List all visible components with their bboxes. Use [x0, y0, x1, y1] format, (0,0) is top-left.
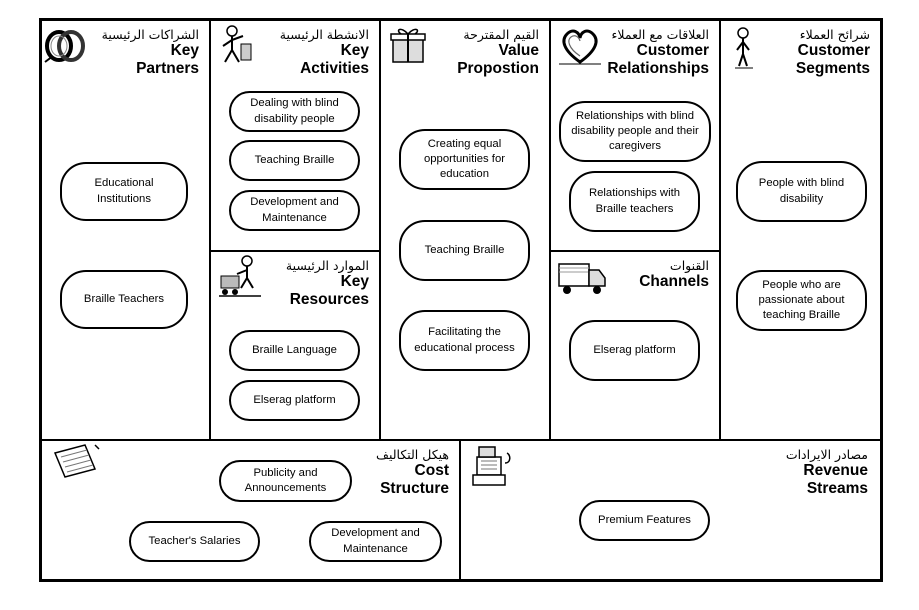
key-activities-item-teaching-braille: Teaching Braille — [229, 140, 360, 181]
key-partners-title-ar: الشراكات الرئيسية — [101, 27, 199, 42]
heart-icon — [559, 29, 601, 65]
key-partners-item-educational-institutions: Educational Institutions — [60, 162, 188, 221]
canvas-border-right — [880, 18, 883, 582]
cost-structure-title: هيكل التكاليف Cost Structure — [376, 447, 449, 498]
value-proposition-title-en-1: Value — [498, 42, 540, 60]
price-tag-icon — [53, 444, 100, 478]
cost-structure-section: هيكل التكاليف Cost Structure Publicity a… — [41, 441, 459, 579]
key-resources-title-en-1: Key — [340, 273, 369, 291]
key-activities-title-en-2: Activities — [300, 60, 369, 78]
customer-relationships-item-braille-teachers: Relationships with Braille teachers — [569, 171, 700, 232]
key-resources-item-braille-language: Braille Language — [229, 330, 360, 371]
value-proposition-title-en-2: Propostion — [457, 60, 539, 78]
key-resources-item-elserag-platform: Elserag platform — [229, 380, 360, 421]
value-proposition-title: القيم المقترحة Value Propostion — [457, 27, 540, 78]
key-activities-item-development-maintenance: Development and Maintenance — [229, 190, 360, 231]
customer-relationships-section: العلاقات مع العملاء Customer Relationshi… — [551, 20, 719, 250]
key-partners-section: الشراكات الرئيسية Key Partners Education… — [41, 20, 209, 439]
revenue-streams-title-en-1: Revenue — [803, 462, 868, 480]
cost-structure-title-en-1: Cost — [414, 462, 449, 480]
customer-segments-item-blind-disability: People with blind disability — [736, 161, 867, 222]
divider-activities-resources — [209, 250, 380, 252]
worker-icon — [222, 25, 252, 63]
divider-activities-value — [379, 18, 381, 440]
customer-segments-item-passionate-teachers: People who are passionate about teaching… — [736, 270, 867, 331]
customer-relationships-title-en-2: Relationships — [607, 60, 709, 78]
cost-structure-item-development-maintenance: Development and Maintenance — [309, 521, 442, 562]
key-activities-section: الانشطة الرئيسية Key Activities Dealing … — [211, 20, 379, 250]
customer-relationships-item-blind-people: Relationships with blind disability peop… — [559, 101, 711, 162]
worker-with-cart-icon — [219, 255, 261, 297]
customer-relationships-title-ar: العلاقات مع العملاء — [611, 27, 710, 42]
key-partners-item-braille-teachers: Braille Teachers — [60, 270, 188, 329]
cash-register-icon — [472, 446, 511, 486]
divider-top-bottom — [39, 439, 883, 441]
customer-relationships-title-en-1: Customer — [636, 42, 709, 60]
revenue-streams-title: مصادر الايرادات Revenue Streams — [785, 447, 868, 498]
cost-structure-item-publicity: Publicity and Announcements — [219, 460, 352, 502]
value-proposition-item-facilitating-process: Facilitating the educational process — [399, 310, 530, 371]
key-partners-title-en-1: Key — [170, 42, 199, 60]
gift-box-icon — [390, 28, 426, 63]
customer-segments-section: شرائح العملاء Customer Segments People w… — [721, 20, 880, 439]
divider-value-relationships — [549, 18, 551, 440]
key-partners-title-en-2: Partners — [136, 60, 199, 78]
divider-cost-revenue — [459, 439, 461, 582]
person-icon — [735, 27, 753, 69]
customer-segments-title-en-2: Segments — [795, 60, 870, 78]
key-resources-title-en-2: Resources — [289, 291, 369, 309]
value-proposition-title-ar: القيم المقترحة — [463, 27, 539, 42]
key-activities-title-en-1: Key — [340, 42, 369, 60]
revenue-streams-title-en-2: Streams — [806, 480, 868, 498]
key-activities-title: الانشطة الرئيسية Key Activities — [279, 27, 369, 78]
key-activities-title-ar: الانشطة الرئيسية — [279, 27, 369, 42]
divider-relationships-segments — [719, 18, 721, 440]
cost-structure-title-ar: هيكل التكاليف — [376, 447, 449, 462]
key-resources-title-ar: الموارد الرئيسية — [285, 258, 369, 273]
key-activities-item-dealing-with-blind: Dealing with blind disability people — [229, 91, 360, 132]
revenue-streams-item-premium-features: Premium Features — [579, 500, 710, 541]
channels-title-ar: القنوات — [669, 258, 709, 273]
divider-partners-activities — [209, 18, 211, 440]
delivery-truck-icon — [558, 263, 606, 294]
revenue-streams-title-ar: مصادر الايرادات — [785, 447, 868, 462]
cost-structure-item-teacher-salaries: Teacher's Salaries — [129, 521, 260, 562]
channels-title: القنوات Channels — [639, 258, 709, 291]
channels-item-elserag-platform: Elserag platform — [569, 320, 700, 381]
key-partners-title: الشراكات الرئيسية Key Partners — [101, 27, 199, 78]
value-proposition-item-equal-opportunities: Creating equal opportunities for educati… — [399, 129, 530, 190]
value-proposition-section: القيم المقترحة Value Propostion Creating… — [381, 20, 549, 439]
canvas-border-top — [39, 18, 883, 21]
key-resources-title: الموارد الرئيسية Key Resources — [285, 258, 369, 309]
key-resources-section: الموارد الرئيسية Key Resources Braille L… — [211, 252, 379, 439]
channels-title-en-1: Channels — [639, 273, 709, 291]
customer-segments-title-en-1: Customer — [797, 42, 870, 60]
canvas-border-left — [39, 18, 42, 582]
customer-segments-title-ar: شرائح العملاء — [799, 27, 870, 42]
customer-segments-title: شرائح العملاء Customer Segments — [795, 27, 870, 78]
channels-section: القنوات Channels Elserag platform — [551, 252, 719, 439]
cost-structure-title-en-2: Structure — [380, 480, 449, 498]
customer-relationships-title: العلاقات مع العملاء Customer Relationshi… — [607, 27, 710, 78]
revenue-streams-section: مصادر الايرادات Revenue Streams Premium … — [461, 441, 880, 579]
value-proposition-item-teaching-braille: Teaching Braille — [399, 220, 530, 281]
interlocking-rings-icon — [43, 26, 87, 66]
canvas-border-bottom — [39, 579, 883, 582]
divider-relationships-channels — [549, 250, 720, 252]
